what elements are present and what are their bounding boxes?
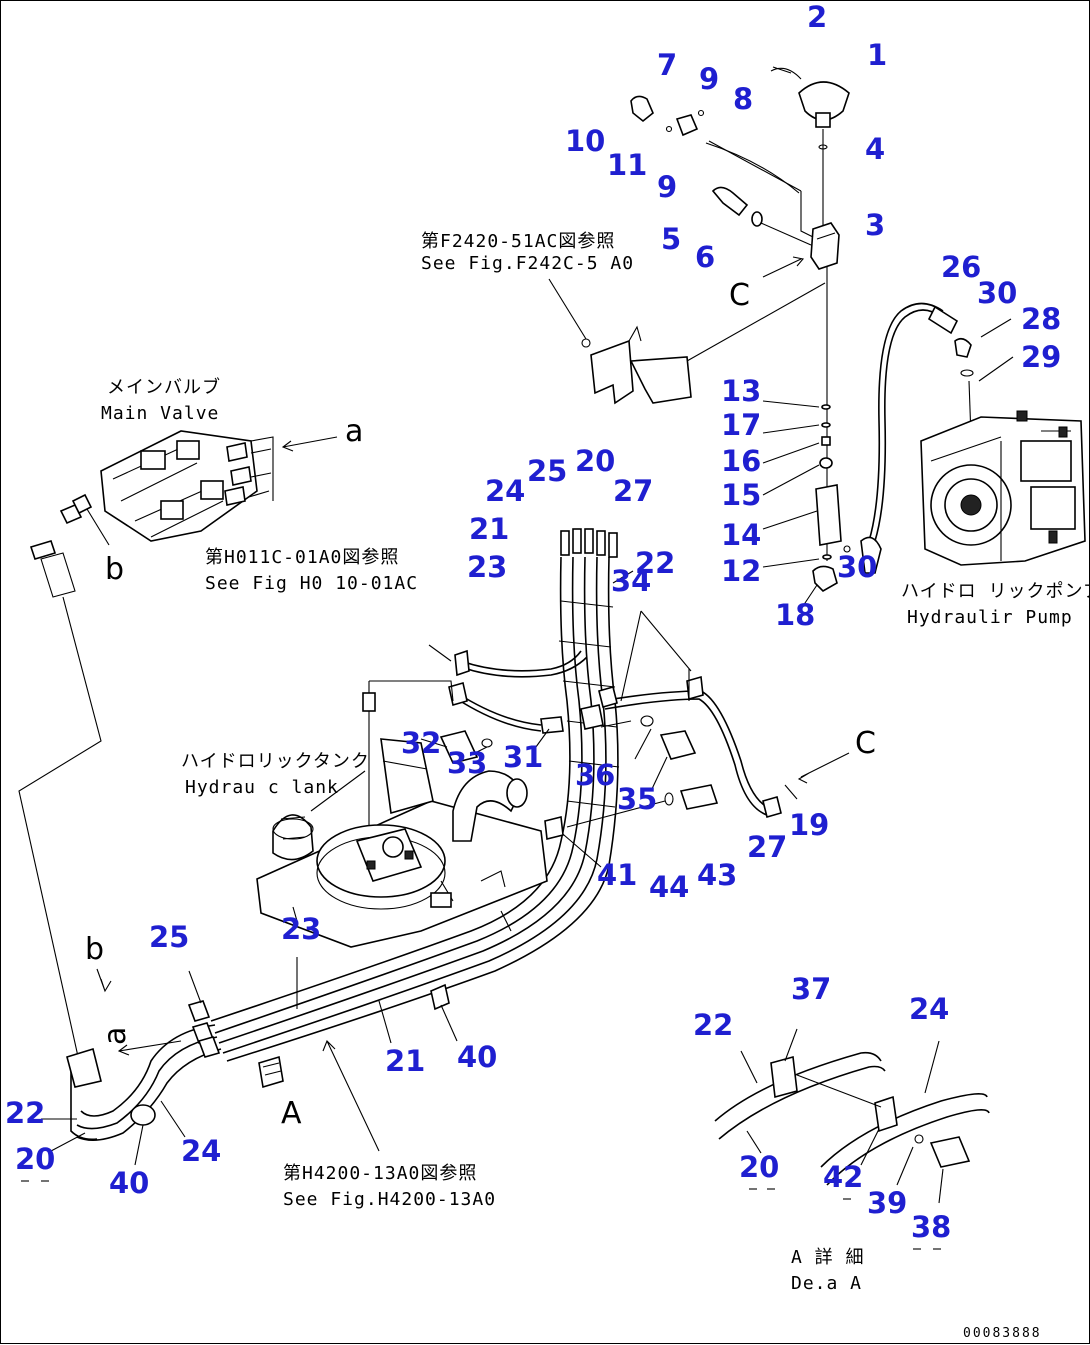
arrow-label-c-right: C bbox=[855, 726, 876, 761]
callout-2: 2 bbox=[807, 1, 827, 34]
callout-27a: 27 bbox=[613, 474, 653, 508]
callout-9b: 9 bbox=[657, 170, 677, 204]
text-labels: 第F2420-51AC図参照 See Fig.F242C-5 A0 メインバルブ… bbox=[85, 231, 1090, 1341]
ref-f2420-en: See Fig.F242C-5 A0 bbox=[421, 253, 634, 274]
detail-a-jp: A 詳 細 bbox=[791, 1247, 865, 1268]
hydraulic-tank bbox=[256, 738, 548, 948]
callout-19: 19 bbox=[789, 808, 829, 842]
arrow-label-c-upper: C bbox=[729, 278, 750, 313]
callout-26: 26 bbox=[941, 250, 981, 284]
filter-stack bbox=[762, 400, 842, 610]
callout-10: 10 bbox=[565, 124, 605, 158]
callout-15: 15 bbox=[721, 478, 761, 512]
ref-h0110-jp: 第H011C-01A0図参照 bbox=[205, 547, 399, 568]
callout-21a: 21 bbox=[469, 512, 509, 546]
callout-6: 6 bbox=[695, 240, 715, 274]
callout-24b: 24 bbox=[181, 1134, 221, 1168]
callout-25b: 25 bbox=[149, 920, 189, 954]
callout-18: 18 bbox=[775, 598, 815, 632]
hyd-pump-en: Hydraulir Pump bbox=[907, 607, 1073, 628]
hose-bundle bbox=[210, 528, 850, 1062]
callout-23b: 23 bbox=[281, 912, 321, 946]
callout-30b: 30 bbox=[837, 550, 877, 584]
callout-35: 35 bbox=[617, 782, 657, 816]
callout-21b: 21 bbox=[385, 1044, 425, 1078]
callout-14: 14 bbox=[721, 518, 761, 552]
callout-11: 11 bbox=[607, 148, 647, 182]
callout-34: 34 bbox=[611, 564, 651, 598]
callout-5: 5 bbox=[661, 222, 681, 256]
callout-25a: 25 bbox=[527, 454, 567, 488]
callout-23a: 23 bbox=[467, 550, 507, 584]
callout-7: 7 bbox=[657, 48, 677, 82]
callout-1: 1 bbox=[867, 38, 887, 72]
callout-8: 8 bbox=[733, 82, 753, 116]
filler-cap-assembly bbox=[548, 66, 850, 561]
callout-29: 29 bbox=[1021, 340, 1061, 374]
callout-16: 16 bbox=[721, 444, 761, 478]
callout-24a: 24 bbox=[485, 474, 525, 508]
callout-42: 42 bbox=[823, 1160, 863, 1194]
ref-h0110-en: See Fig H0 10-01AC bbox=[205, 573, 418, 594]
main-valve bbox=[18, 430, 338, 1062]
ref-h4200-jp: 第H4200-13A0図参照 bbox=[283, 1163, 477, 1184]
arrow-label-a-lower: a bbox=[98, 1027, 133, 1045]
main-valve-jp: メインバルブ bbox=[107, 376, 221, 398]
hyd-pump-jp: ハイドロ リックポンプ bbox=[901, 581, 1090, 602]
callout-27b: 27 bbox=[747, 830, 787, 864]
arrow-label-b-lower: b bbox=[85, 932, 104, 967]
callout-24c: 24 bbox=[909, 992, 949, 1026]
callout-17: 17 bbox=[721, 408, 761, 442]
hyd-tank-jp: ハイドロリックタンク bbox=[181, 751, 370, 772]
callout-22b: 22 bbox=[5, 1096, 45, 1130]
callout-37: 37 bbox=[791, 972, 831, 1006]
callout-3: 3 bbox=[865, 208, 885, 242]
view-label-a: A bbox=[281, 1096, 302, 1131]
arrow-label-a-upper: a bbox=[345, 414, 363, 449]
callout-38: 38 bbox=[911, 1210, 951, 1244]
callout-33: 33 bbox=[447, 746, 487, 780]
callout-12: 12 bbox=[721, 554, 761, 588]
callout-28: 28 bbox=[1021, 302, 1061, 336]
ref-h4200-en: See Fig.H4200-13A0 bbox=[283, 1189, 496, 1210]
callout-40b: 40 bbox=[109, 1166, 149, 1200]
callout-22c: 22 bbox=[693, 1008, 733, 1042]
callout-36: 36 bbox=[575, 758, 615, 792]
main-valve-en: Main Valve bbox=[101, 403, 219, 424]
callout-4: 4 bbox=[865, 132, 885, 166]
lower-hose-ends bbox=[41, 957, 458, 1166]
callout-40a: 40 bbox=[457, 1040, 497, 1074]
hyd-tank-en: Hydrau c lank bbox=[185, 777, 339, 798]
detail-a bbox=[714, 1028, 990, 1204]
pump-suction-hose bbox=[843, 302, 1014, 574]
callout-20a: 20 bbox=[575, 444, 615, 478]
callout-32: 32 bbox=[401, 726, 441, 760]
callout-20c: 20 bbox=[739, 1150, 779, 1184]
callout-numbers: 1 2 3 4 5 6 7 8 9 9 10 11 12 13 14 15 16… bbox=[5, 1, 1061, 1244]
drawing-number: 00083888 bbox=[963, 1326, 1042, 1341]
callout-31: 31 bbox=[503, 740, 543, 774]
callout-39: 39 bbox=[867, 1186, 907, 1220]
detail-a-en: De.a A bbox=[791, 1273, 862, 1294]
callout-30a: 30 bbox=[977, 276, 1017, 310]
arrow-label-b-upper: b bbox=[105, 552, 124, 587]
hydraulic-pump bbox=[920, 410, 1086, 566]
callout-44: 44 bbox=[649, 870, 689, 904]
tick-marks bbox=[21, 1180, 941, 1250]
callout-9a: 9 bbox=[699, 62, 719, 96]
callout-20b: 20 bbox=[15, 1142, 55, 1176]
ref-f2420-jp: 第F2420-51AC図参照 bbox=[421, 231, 615, 252]
callout-13: 13 bbox=[721, 374, 761, 408]
callout-43: 43 bbox=[697, 858, 737, 892]
callout-41: 41 bbox=[597, 858, 637, 892]
callout-22a: 22 bbox=[635, 546, 675, 580]
